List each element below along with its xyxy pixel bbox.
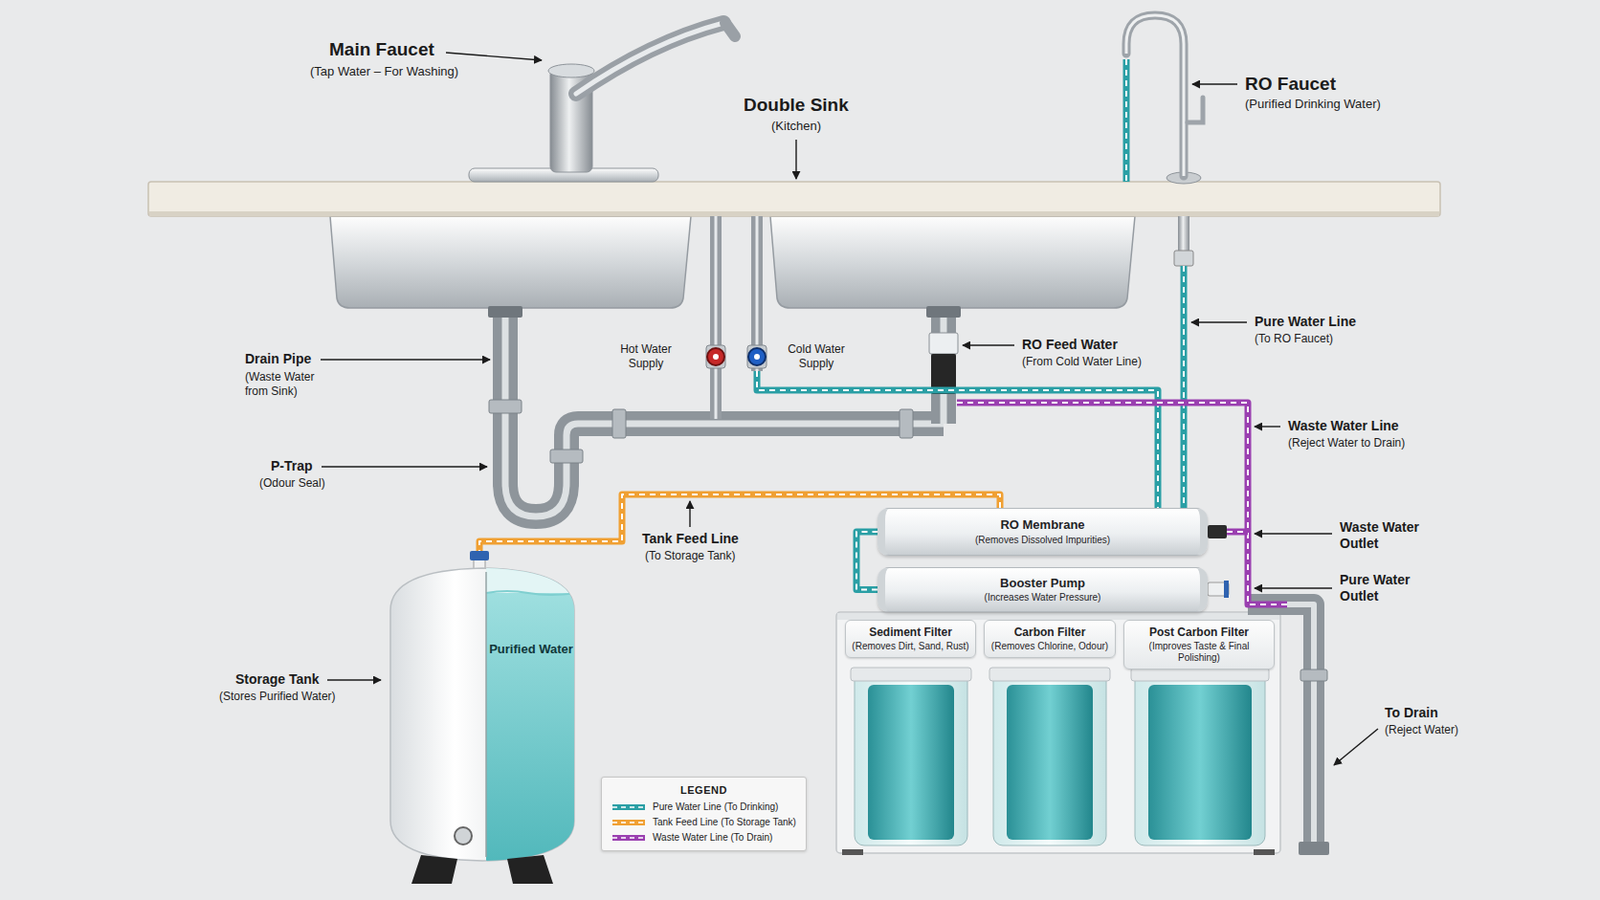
pipe-dash (856, 532, 878, 591)
node-title: RO Membrane (1000, 517, 1085, 534)
node-title: Purified Water (488, 642, 575, 658)
pump-cylinder: Booster Pump(Increases Water Pressure) (877, 567, 1208, 613)
sink-basins (330, 216, 1135, 318)
countertop (148, 181, 1441, 217)
callout-note: (Reject Water) (1384, 723, 1459, 738)
callout-note: (To Storage Tank) (644, 549, 736, 564)
membrane-cylinder: RO Membrane(Removes Dissolved Impurities… (877, 508, 1208, 556)
pipe-label: Hot Water Supply (607, 342, 685, 371)
callout-title: Double Sink (743, 93, 849, 116)
ro-faucet (1126, 15, 1203, 267)
legend-row: Pure Water Line (To Drinking) (611, 801, 797, 813)
callout-note: (Tap Water – For Washing) (310, 64, 459, 80)
callout-note: (To RO Faucet) (1254, 332, 1334, 347)
filter-housing (836, 612, 1281, 856)
filter-cap: Post Carbon Filter(Improves Taste & Fina… (1123, 620, 1275, 670)
pipe-body (856, 532, 878, 591)
storage-tank: Purified Water (382, 551, 582, 887)
swatch-dash (612, 806, 645, 809)
callout-title: Tank Feed Line (642, 531, 739, 548)
node-title: Post Carbon Filter (1128, 625, 1270, 640)
callout-title: RO Faucet (1244, 72, 1336, 95)
swatch-line (612, 820, 645, 826)
legend-box: LEGEND Pure Water Line (To Drinking) Tank … (600, 777, 807, 852)
node-subtitle: (Removes Dissolved Impurities) (975, 534, 1111, 547)
node-subtitle: (Removes Dirt, Sand, Rust) (849, 641, 972, 653)
callout-title: Waste Water Outlet (1339, 519, 1436, 553)
callout-title: RO Feed Water (1022, 336, 1118, 354)
callout-title: Main Faucet (329, 38, 435, 61)
main-faucet (468, 22, 735, 182)
callout-note: (Kitchen) (771, 118, 822, 134)
tank-outline (382, 551, 582, 887)
callout-note: (Odour Seal) (259, 476, 326, 491)
node-subtitle: (Removes Chlorine, Odour) (988, 641, 1112, 653)
swatch-line (612, 835, 645, 842)
node-title: Carbon Filter (988, 625, 1112, 640)
callout-note: (Purified Drinking Water) (1244, 96, 1381, 112)
filter-cap: Sediment Filter(Removes Dirt, Sand, Rust… (844, 620, 977, 659)
node-subtitle: (Increases Water Pressure) (984, 592, 1102, 604)
node-title: Sediment Filter (849, 625, 972, 640)
legend-text: Tank Feed Line (To Storage Tank) (652, 817, 797, 828)
swatch-dash (612, 822, 645, 824)
legend-swatch (611, 818, 646, 828)
filter-cap: Carbon Filter(Removes Chlorine, Odour) (983, 620, 1116, 659)
callout-title: Waste Water Line (1288, 418, 1400, 435)
legend-text: Waste Water Line (To Drain) (652, 832, 773, 844)
pure-water-pipe (856, 532, 878, 591)
callout-title: Drain Pipe (244, 351, 312, 368)
callout-note: (From Cold Water Line) (1022, 355, 1142, 370)
callout-title: Pure Water Line (1254, 313, 1356, 331)
legend-title: LEGEND (611, 784, 797, 798)
legend-text: Pure Water Line (To Drinking) (652, 801, 778, 813)
unit-fittings (1207, 525, 1229, 599)
callout-title: Pure Water Outlet (1339, 572, 1436, 605)
legend-row: Tank Feed Line (To Storage Tank) (611, 817, 797, 828)
callout-note: (Waste Water from Sink) (244, 370, 336, 399)
callout-note: (Reject Water to Drain) (1288, 436, 1405, 451)
water-lines (756, 59, 1288, 605)
pipe-label: Cold Water Supply (777, 342, 855, 371)
callout-title: P-Trap (270, 458, 313, 475)
node-title: Booster Pump (1000, 576, 1086, 592)
legend-swatch (611, 833, 646, 844)
tank-text-area: Purified Water (488, 642, 575, 658)
legend-row: Waste Water Line (To Drain) (611, 832, 797, 844)
callout-note: (Stores Purified Water) (219, 689, 336, 705)
callout-title: To Drain (1384, 705, 1439, 722)
swatch-line (612, 804, 645, 811)
node-subtitle: (Improves Taste & Final Polishing) (1128, 641, 1270, 665)
callout-title: Storage Tank (235, 671, 320, 689)
legend-swatch (611, 802, 646, 813)
swatch-dash (612, 837, 645, 840)
